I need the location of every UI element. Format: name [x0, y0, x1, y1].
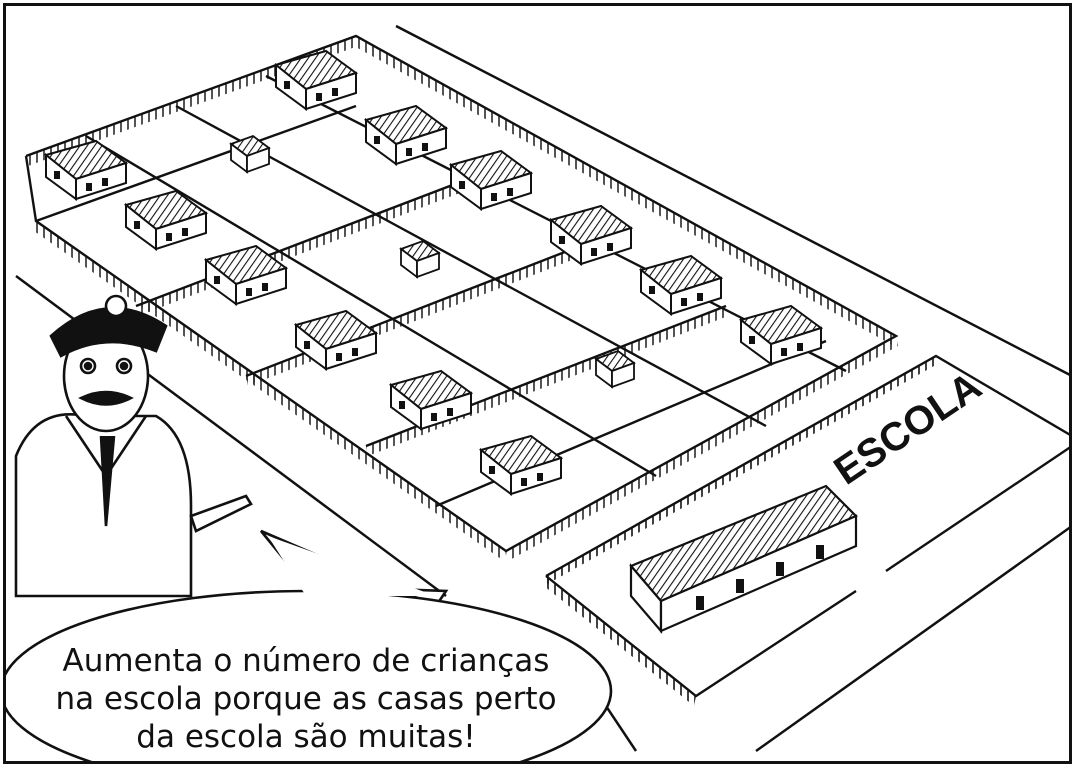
speech-text: Aumenta o número de crianças na escola p… [26, 642, 586, 756]
speech-line: na escola porque as casas perto [55, 681, 557, 717]
village-scene: ESCOLA [6, 24, 1069, 761]
school-building [629, 484, 858, 634]
man-with-cap [14, 294, 253, 598]
school-lot [544, 354, 1069, 706]
speech-line: da escola são muitas! [136, 719, 476, 755]
speech-line: Aumenta o número de crianças [62, 643, 550, 679]
school-sign: ESCOLA [826, 364, 989, 494]
comic-panel: ESCOLA Aumenta o número de crianças na e… [3, 3, 1072, 764]
speech-bubble [6, 529, 613, 761]
